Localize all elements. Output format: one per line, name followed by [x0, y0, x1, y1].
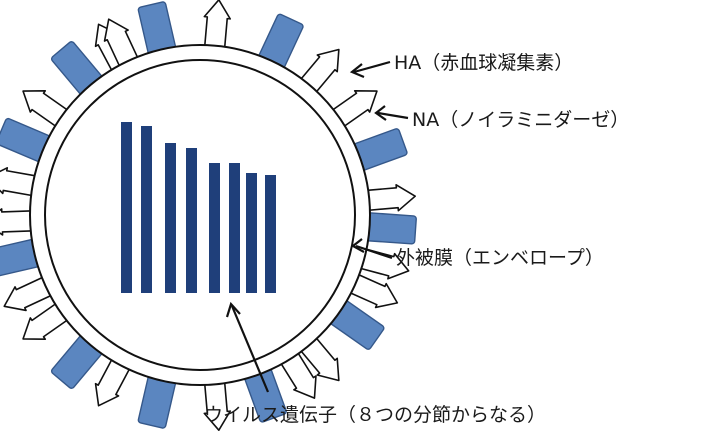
ha-spike [0, 167, 40, 197]
surface-spikes [0, 0, 417, 431]
ha-spike [0, 208, 36, 236]
ha-spike [22, 89, 71, 129]
genes-label: ウイルス遺伝子（８つの分節からなる） [204, 404, 546, 426]
ha-spike [3, 275, 55, 312]
ha-label: HA（赤血球凝集素） [394, 52, 573, 74]
envelope-arrow [355, 244, 393, 260]
envelope-label: 外被膜（エンベロープ） [396, 247, 604, 269]
gene-segments [121, 122, 276, 293]
ha-spike [203, 0, 232, 52]
ha-spike [363, 183, 416, 212]
ha-arrow [353, 60, 391, 74]
ha-spike [298, 48, 340, 96]
na-label: NA（ノイラミニダーゼ） [412, 109, 629, 131]
ha-spike [278, 349, 317, 399]
ha-spike [356, 247, 410, 280]
genes-arrow [230, 305, 270, 393]
ha-spike [103, 18, 140, 70]
gene-segment [246, 173, 257, 293]
label-arrows [225, 60, 409, 393]
ha-spike [346, 272, 399, 309]
gene-segment [209, 163, 220, 293]
gene-segment [229, 163, 240, 293]
ha-spike [22, 301, 71, 341]
envelope-membrane [29, 44, 371, 386]
gene-segment [121, 122, 132, 293]
ha-spike [329, 89, 378, 129]
ha-spike [203, 378, 232, 431]
gene-segment [165, 143, 176, 293]
gene-segment [141, 126, 152, 293]
ha-spike [298, 334, 340, 382]
gene-segment [186, 148, 197, 293]
ha-spike [94, 356, 132, 407]
na-arrow [377, 111, 409, 120]
gene-segment [265, 175, 276, 293]
